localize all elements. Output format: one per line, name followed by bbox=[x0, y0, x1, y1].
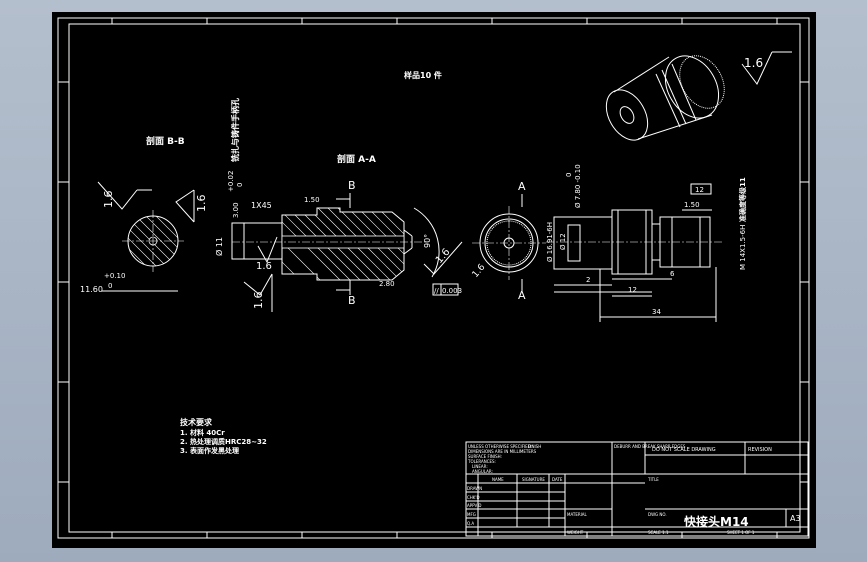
header-mid-label: DO NOT SCALE DRAWING bbox=[652, 447, 716, 453]
tol-plus-label: +0.10 bbox=[104, 272, 125, 280]
zone-ticks bbox=[58, 18, 809, 538]
dwg-no-label: DWG NO. bbox=[648, 512, 667, 517]
dim-280-label: 2.80 bbox=[379, 280, 395, 288]
dim-150b-label: 1.50 bbox=[684, 201, 700, 209]
dim-11-label: Ø 11 bbox=[214, 237, 224, 256]
roughness-symbol-general bbox=[741, 51, 792, 85]
sheet-info-label: SHEET 1 OF 1 bbox=[727, 530, 755, 535]
flatness-frame bbox=[432, 283, 459, 296]
dim-90-label: 90° bbox=[423, 234, 432, 248]
scale-label: SCALE 1:1 bbox=[648, 530, 669, 535]
mfg-label: MFG bbox=[467, 512, 476, 517]
rough-2-label: 1.6 bbox=[195, 195, 208, 213]
outer-border bbox=[57, 17, 810, 539]
chamfer-label: 1X45 bbox=[251, 201, 272, 210]
end-view-a bbox=[472, 194, 546, 292]
rough-6-label: 1.6 bbox=[471, 262, 488, 280]
tech-item-2: 2. 热处理调质HRC28~32 bbox=[180, 437, 267, 446]
rough-4-label: 1.6 bbox=[252, 292, 265, 310]
notes-small-3: SURFACE FINISH: bbox=[468, 454, 502, 459]
notes-small-2: DIMENSIONS ARE IN MILLIMETERS bbox=[468, 449, 537, 454]
notes-small-4: TOLERANCES: bbox=[467, 459, 496, 464]
rough-1-label: 1.6 bbox=[102, 191, 115, 209]
angle-arc bbox=[413, 207, 440, 278]
thread-label: M 14X1.5-6H bbox=[739, 225, 747, 270]
dim-780-tol-label: 0 bbox=[565, 173, 573, 177]
section-aa-label: 剖面 A-A bbox=[337, 153, 376, 165]
title-label: TITLE bbox=[647, 477, 659, 482]
tol-002-label: +0.02 bbox=[227, 171, 235, 192]
inner-border bbox=[68, 23, 801, 533]
drawing-canvas[interactable]: 剖面 B-B +0.10 0 11.60 1.6 1.6 bbox=[52, 12, 816, 548]
isometric-view bbox=[605, 55, 725, 141]
roughness-symbol-right bbox=[175, 189, 195, 223]
dim-300-label: 3.00 bbox=[232, 202, 240, 218]
dim-12-label: 12 bbox=[628, 286, 637, 294]
roughness-symbol-shaft-2 bbox=[243, 273, 273, 312]
header-right-label: REVISION bbox=[748, 447, 772, 453]
flat-label: 0.003 bbox=[442, 287, 462, 295]
dim-ring-label: Ø 16.91-6H bbox=[546, 222, 554, 262]
drawing-svg: 剖面 B-B +0.10 0 11.60 1.6 1.6 bbox=[57, 17, 810, 539]
finish-label: FINISH bbox=[528, 444, 541, 449]
sheet-size-label: A3 bbox=[790, 514, 801, 523]
qa-label: Q.A bbox=[467, 521, 474, 526]
dia-1160-label: 11.60 bbox=[80, 285, 103, 294]
chkd-label: CHK'D bbox=[467, 495, 480, 500]
name-col-label: NAME bbox=[492, 477, 504, 482]
sample-note-label: 样品10 件 bbox=[404, 70, 442, 80]
section-aa-view bbox=[231, 193, 427, 295]
dim-150-label: 1.50 bbox=[304, 196, 320, 204]
notes-small-5: LINEAR: bbox=[472, 464, 488, 469]
dim-b-top-label: B bbox=[348, 179, 356, 192]
dim-780-label: Ø 7.80 -0.10 bbox=[574, 164, 582, 208]
drawn-label: DRAWN bbox=[467, 486, 482, 491]
deburr-label: DEBURR AND BREAK SHARP EDGES bbox=[614, 444, 686, 449]
roughness-symbol-left bbox=[97, 181, 152, 210]
appvd-label: APPV'D bbox=[467, 503, 481, 508]
dim-a-bot-label: A bbox=[518, 289, 526, 302]
dim-12box-label: 12 bbox=[695, 186, 704, 194]
flat-sym-label: // bbox=[434, 287, 439, 295]
tech-item-1: 1. 材料 40Cr bbox=[180, 428, 225, 437]
dim-6-label: 6 bbox=[670, 270, 675, 278]
tech-title-label: 技术要求 bbox=[180, 417, 213, 427]
dim-34-label: 34 bbox=[652, 308, 661, 316]
tol-zero-label: 0 bbox=[108, 282, 112, 290]
tol-0-label: 0 bbox=[236, 183, 244, 187]
dim-a-top-label: A bbox=[518, 180, 526, 193]
rough-big-label: 1.6 bbox=[744, 56, 763, 70]
roughness-symbol-shaft-1 bbox=[257, 236, 278, 264]
title-block bbox=[465, 441, 809, 537]
roughness-symbol-shaft-3 bbox=[423, 241, 463, 275]
signature-col-label: SIGNATURE bbox=[522, 477, 545, 482]
notes-small-1: UNLESS OTHERWISE SPECIFIED: bbox=[468, 444, 532, 449]
material-label: MATERIAL bbox=[567, 512, 588, 517]
dim-12d-label: Ø 12 bbox=[559, 233, 567, 250]
part-name-label: 快接头M14 bbox=[684, 514, 749, 529]
dim-b-bot-label: B bbox=[348, 294, 356, 307]
weight-label: WEIGHT bbox=[567, 530, 584, 535]
dim-2-label: 2 bbox=[586, 276, 590, 284]
vertical-note2-label: 准确度等级11 bbox=[738, 177, 747, 222]
rough-5-label: 1.6 bbox=[434, 247, 453, 266]
rough-3-label: 1.6 bbox=[256, 261, 272, 272]
date-col-label: DATE bbox=[552, 477, 563, 482]
tech-item-3: 3. 表面作发黑处理 bbox=[180, 446, 239, 455]
notes-small-6: ANGULAR: bbox=[472, 469, 493, 474]
vertical-note-label: 铣扎与铸件手柄孔 bbox=[230, 98, 240, 162]
section-bb-label: 剖面 B-B bbox=[146, 135, 185, 147]
